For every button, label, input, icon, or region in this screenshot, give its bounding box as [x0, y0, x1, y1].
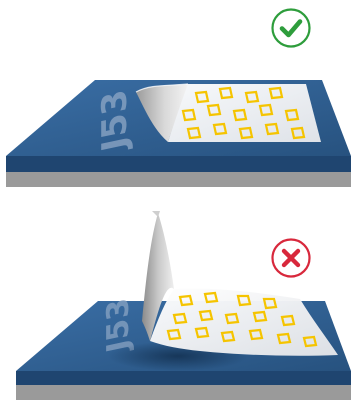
pad [252, 310, 268, 323]
pad [238, 126, 254, 140]
pad [181, 108, 197, 122]
pad [232, 108, 248, 122]
peel-flap-tip [152, 211, 160, 217]
pad [262, 297, 278, 310]
pad [280, 314, 296, 327]
contact-pads [166, 291, 318, 348]
pad [212, 122, 228, 136]
pad [290, 126, 306, 140]
board-side [16, 371, 351, 385]
status-badge [271, 8, 311, 48]
correct-peel-figure: J53 [6, 80, 351, 187]
pad [258, 103, 274, 117]
pad [236, 294, 252, 307]
x-icon [271, 238, 311, 278]
status-badge [271, 238, 311, 278]
incorrect-peel-panel: J53 [0, 201, 351, 402]
pad [186, 126, 202, 140]
pad [284, 108, 300, 122]
board-label: J53 [95, 86, 135, 156]
svg-text:J53: J53 [95, 86, 135, 156]
pad [203, 291, 219, 304]
contact-pads [181, 86, 306, 140]
pad [194, 326, 210, 339]
board-side [6, 156, 351, 172]
pad [218, 86, 234, 100]
peel-flap [142, 213, 174, 341]
check-icon [271, 8, 311, 48]
base-plate [16, 385, 351, 400]
peel-flap-edge [135, 83, 189, 93]
pad [178, 294, 194, 307]
pad [166, 328, 182, 341]
base-plate [6, 172, 351, 187]
pad [224, 312, 240, 325]
pad [198, 309, 214, 322]
peel-flap [136, 84, 188, 142]
pad [302, 335, 318, 348]
pad [248, 328, 264, 341]
pad [172, 312, 188, 325]
pad [206, 103, 222, 117]
incorrect-peel-figure: J53 [16, 211, 351, 400]
pad [220, 330, 236, 343]
pad [264, 122, 280, 136]
pad [194, 90, 210, 104]
pad [244, 90, 260, 104]
pad [276, 332, 292, 345]
correct-peel-panel: J53 [6, 8, 351, 187]
protective-film [150, 288, 338, 356]
pad [268, 86, 284, 100]
